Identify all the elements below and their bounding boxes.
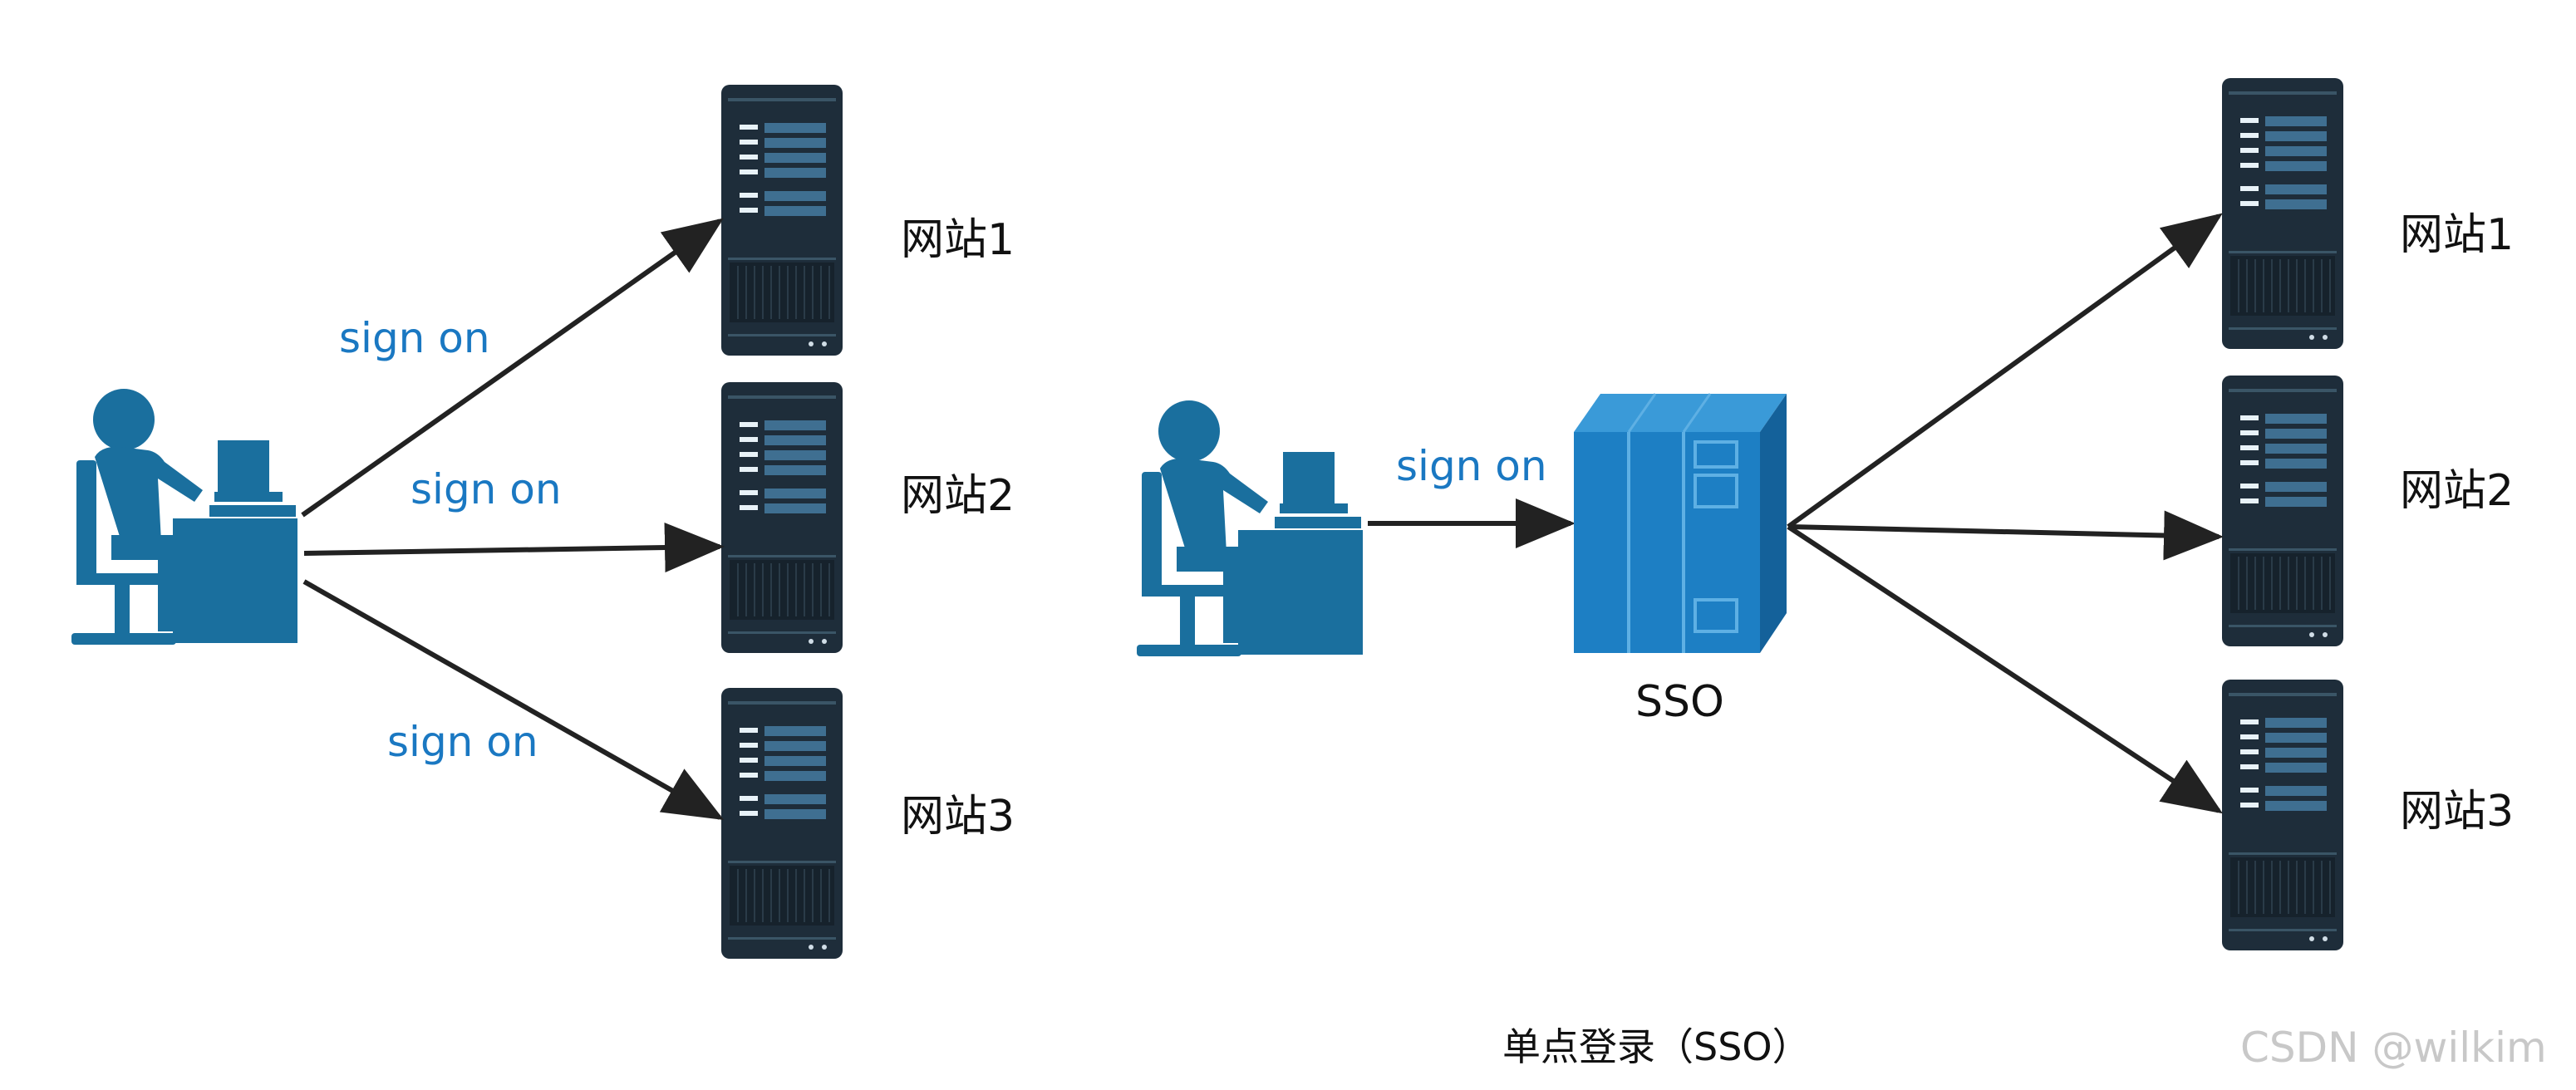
arrow-to-site3 [302, 579, 725, 820]
arrow-sso-to-site2 [1787, 510, 2224, 561]
server-icon-site1 [720, 84, 843, 356]
sso-label: SSO [1635, 677, 1724, 727]
sign-on-label-sso: sign on [1396, 442, 1547, 490]
arrow-to-site2 [303, 523, 725, 573]
sso-box-icon [1574, 393, 1787, 653]
arrow-sso-to-site3 [1787, 524, 2224, 814]
watermark: CSDN @wilkim [2240, 1024, 2547, 1072]
sign-on-label-1: sign on [339, 314, 490, 362]
server-icon-site2 [720, 381, 843, 654]
server-icon-sso-site2 [2221, 375, 2344, 647]
user-computer-icon [71, 389, 297, 645]
server-icon-site3 [720, 687, 843, 960]
right-diagram: sign on SSO 网站1 网站2 网站3 [1137, 77, 2514, 951]
arrow-to-site1 [301, 218, 724, 518]
left-diagram: sign on sign on sign on 网站1 网站2 网站3 [71, 84, 1015, 960]
arrow-sso-to-site1 [1787, 213, 2223, 529]
server-icon-sso-site1 [2221, 77, 2344, 350]
user-computer-icon-sso [1137, 400, 1363, 656]
site3-label: 网站3 [901, 792, 1015, 842]
site2-label: 网站2 [901, 471, 1015, 521]
sign-on-label-2: sign on [410, 465, 562, 513]
server-icon-sso-site3 [2221, 679, 2344, 951]
sign-on-label-3: sign on [387, 718, 538, 766]
sso-site1-label: 网站1 [2400, 210, 2514, 260]
site1-label: 网站1 [901, 215, 1015, 265]
sso-site3-label: 网站3 [2400, 787, 2514, 837]
sso-site2-label: 网站2 [2400, 466, 2514, 516]
caption: 单点登录（SSO） [1502, 1024, 1811, 1069]
